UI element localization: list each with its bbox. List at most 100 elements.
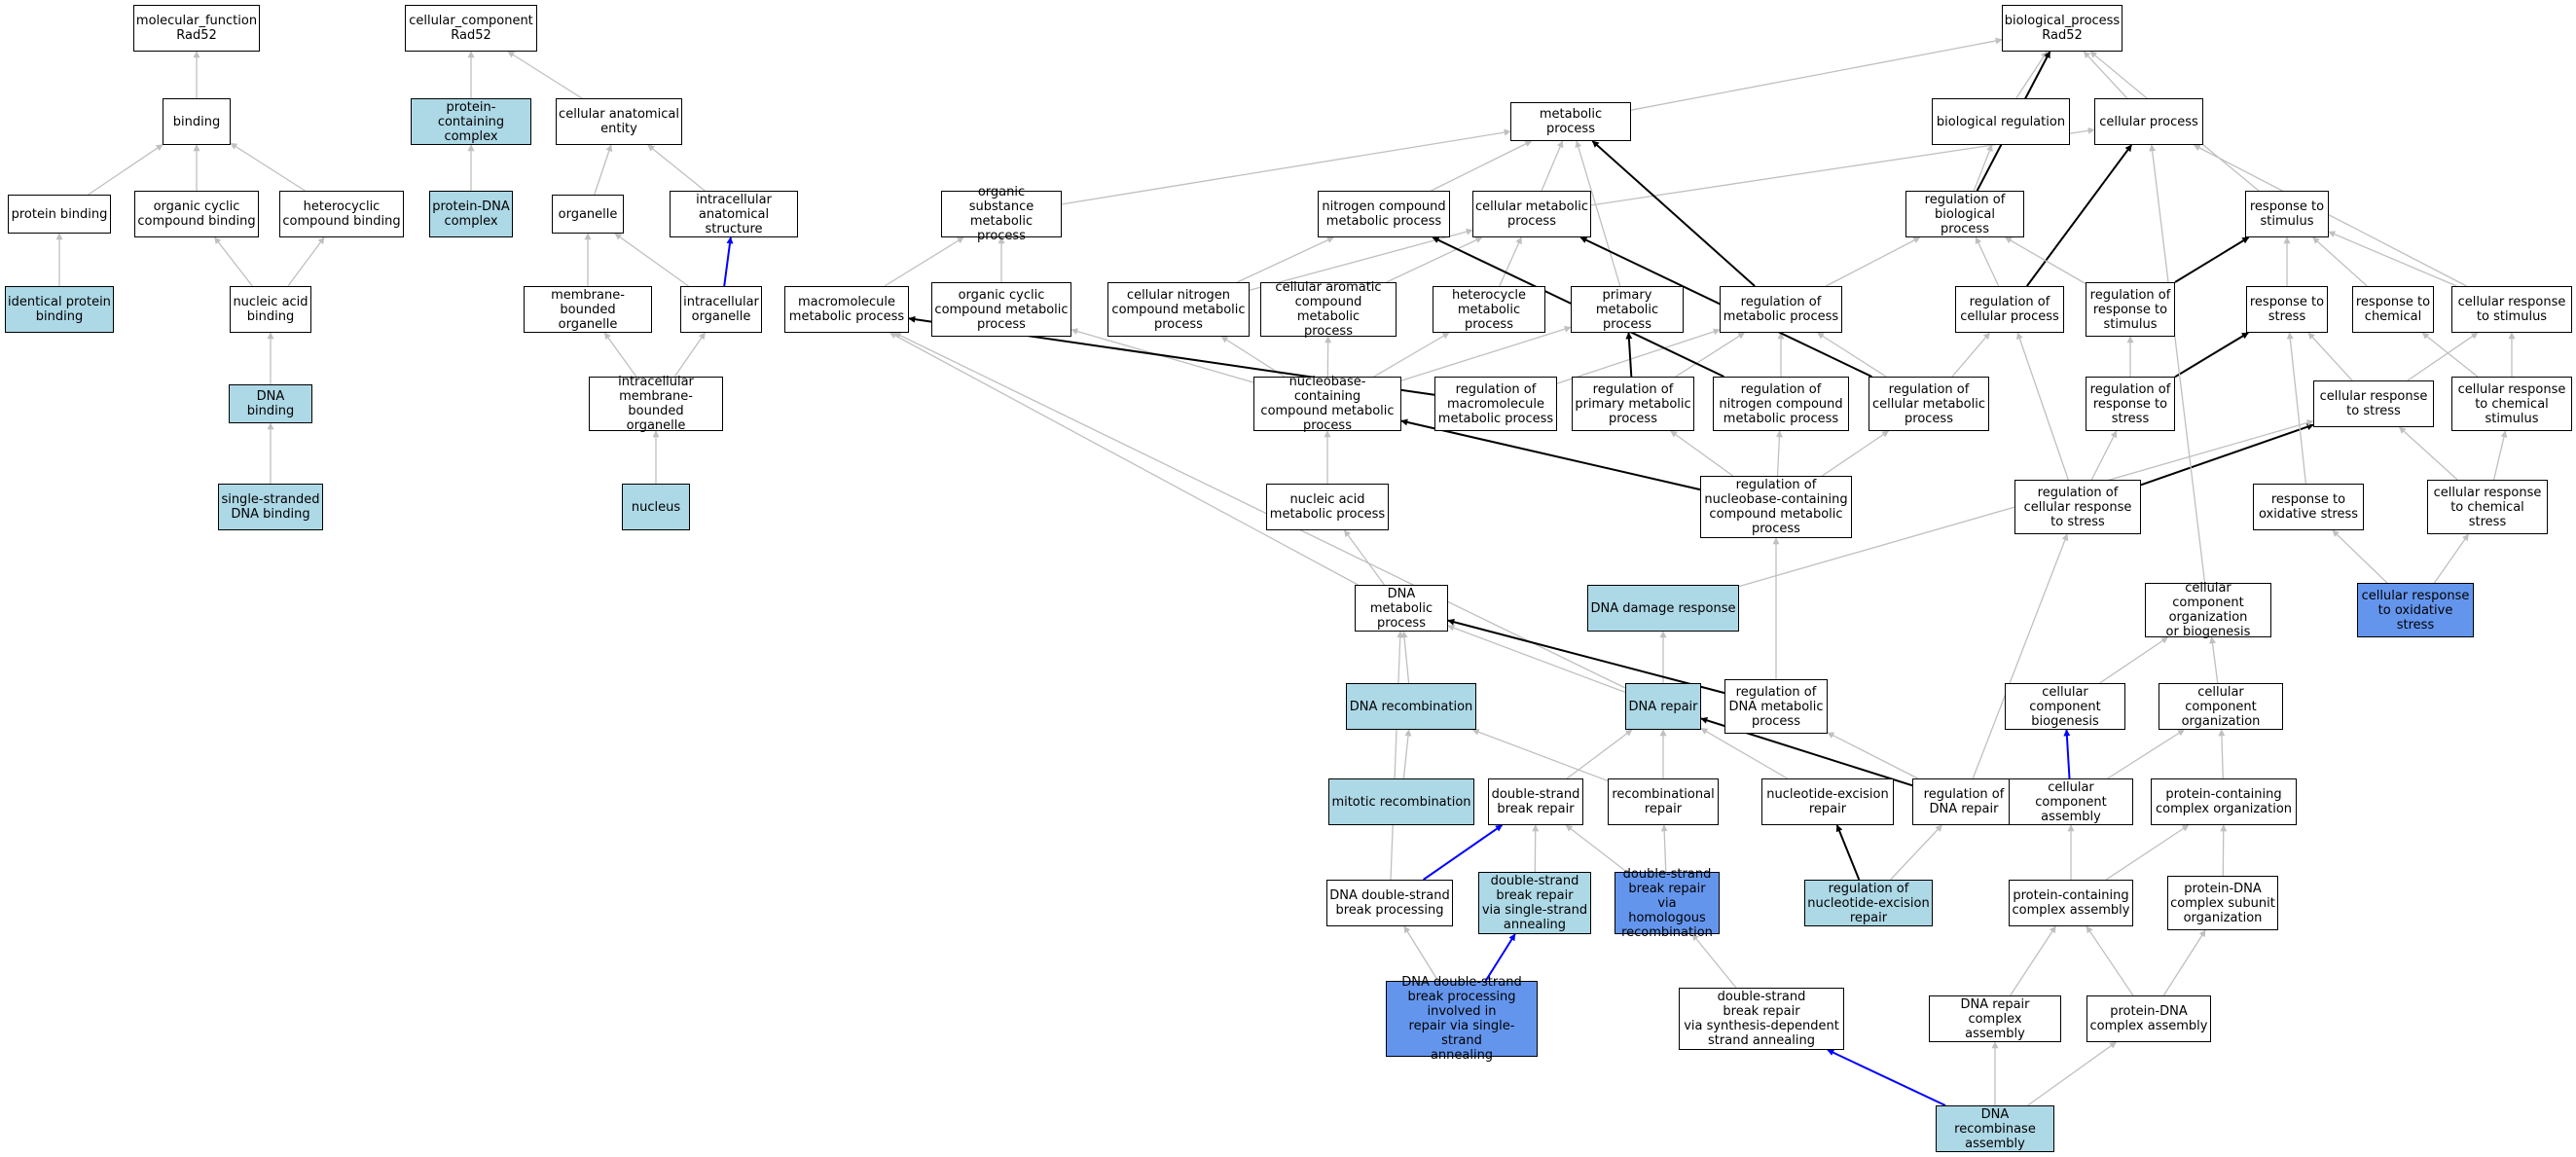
node-nucacid-binding[interactable]: nucleic acid binding: [230, 286, 311, 333]
edge-ner-to-dna_repair: [1700, 728, 1788, 779]
edge-primary_metab-to-metabolic: [1575, 140, 1621, 287]
node-cell-anat[interactable]: cellular anatomical entity: [556, 98, 682, 145]
node-dna-binding[interactable]: DNA binding: [229, 384, 312, 423]
edge-dsb_proc_ssa-to-dsb_processing: [1403, 925, 1439, 982]
edge-reg_resp_stress-to-resp_stress: [2174, 332, 2249, 379]
node-dna-recomb[interactable]: DNA recombination: [1346, 683, 1476, 730]
node-prot-complex-assembly[interactable]: protein-containing complex assembly: [2009, 880, 2133, 926]
edge-intra_mem_organelle-to-intra_organelle: [673, 332, 706, 378]
node-dna-repair-complex-assembly[interactable]: DNA repair complex assembly: [1929, 995, 2061, 1042]
node-ssdna-binding[interactable]: single-stranded DNA binding: [218, 484, 323, 530]
node-dsb-ssa[interactable]: double-strand break repair via single-st…: [1478, 872, 1591, 934]
node-bio-reg[interactable]: biological regulation: [1932, 98, 2070, 145]
node-nucbase-metab[interactable]: nucleobase-containing compound metabolic…: [1253, 375, 1401, 433]
node-dna-metab[interactable]: DNA metabolic process: [1355, 585, 1448, 632]
node-cell-arom-metab[interactable]: cellular aromatic compound metabolic pro…: [1260, 280, 1397, 339]
edge-cc_org_biog-to-cellular_proc: [2149, 144, 2206, 584]
node-dsb-proc-ssa[interactable]: DNA double-strand break processing invol…: [1386, 975, 1538, 1063]
node-reg-cell-proc[interactable]: regulation of cellular process: [1955, 286, 2064, 333]
node-nucacid-metab[interactable]: nucleic acid metabolic process: [1266, 484, 1389, 530]
node-resp-chem[interactable]: response to chemical: [2352, 286, 2434, 333]
edge-organelle-to-cell_anat: [594, 144, 613, 196]
node-reg-nucbase[interactable]: regulation of nucleobase-containing comp…: [1700, 476, 1852, 538]
node-nucleus[interactable]: nucleus: [622, 484, 690, 530]
node-reg-cell-resp-stress[interactable]: regulation of cellular response to stres…: [2014, 480, 2141, 534]
node-dna-damage[interactable]: DNA damage response: [1587, 585, 1739, 632]
node-mem-organelle[interactable]: membrane-bounded organelle: [524, 286, 652, 333]
node-mf-root[interactable]: molecular_function Rad52: [133, 5, 260, 52]
node-hetcyc-metab[interactable]: heterocycle metabolic process: [1433, 286, 1545, 333]
node-dsb-processing[interactable]: DNA double-strand break processing: [1326, 880, 1453, 926]
node-reg-ner[interactable]: regulation of nucleotide-excision repair: [1804, 880, 1933, 926]
node-intra-organelle[interactable]: intracellular organelle: [680, 286, 762, 333]
node-ner[interactable]: nucleotide-excision repair: [1761, 778, 1894, 825]
node-macromol-metab[interactable]: macromolecule metabolic process: [784, 286, 909, 333]
edge-intra_organelle-to-organelle: [614, 233, 689, 287]
edge-prot_dna_complex_assembly-to-prot_complex_assembly: [2086, 925, 2134, 996]
node-intra-anat[interactable]: intracellular anatomical structure: [670, 191, 798, 237]
node-orgsub-metab[interactable]: organic substance metabolic process: [941, 185, 1062, 243]
edge-dna_metab-to-macromol_metab: [889, 332, 1359, 586]
node-identical-pb[interactable]: identical protein binding: [5, 286, 114, 333]
node-prot-complex-org[interactable]: protein-containing complex organization: [2151, 778, 2297, 825]
node-reg-metab[interactable]: regulation of metabolic process: [1720, 286, 1842, 333]
node-prot-dna-subunit-org[interactable]: protein-DNA complex subunit organization: [2167, 876, 2278, 930]
node-reg-macromol[interactable]: regulation of macromolecule metabolic pr…: [1434, 377, 1557, 431]
node-resp-oxid[interactable]: response to oxidative stress: [2253, 484, 2364, 530]
edge-dsb_processing-to-dsb_repair: [1423, 824, 1503, 881]
node-mitotic-recomb[interactable]: mitotic recombination: [1328, 778, 1474, 825]
node-cc-org-biog[interactable]: cellular component organization or bioge…: [2145, 581, 2271, 639]
edge-dna_repair_complex_assembly-to-prot_complex_assembly: [2010, 925, 2056, 996]
node-recomb-repair[interactable]: recombinational repair: [1608, 778, 1719, 825]
node-dna-repair[interactable]: DNA repair: [1625, 683, 1701, 730]
node-bp-root[interactable]: biological_process Rad52: [2002, 5, 2122, 52]
node-cell-resp-oxid[interactable]: cellular response to oxidative stress: [2357, 583, 2474, 637]
edge-protein_binding-to-binding: [88, 144, 163, 196]
edge-reg_cell_proc-to-reg_bio: [1975, 236, 2000, 287]
edge-cell_anat-to-cc_root: [507, 51, 583, 99]
node-cell-resp-chem[interactable]: cellular response to chemical stimulus: [2451, 377, 2572, 431]
node-protein-binding[interactable]: protein binding: [8, 195, 111, 234]
node-dsb-repair[interactable]: double-strand break repair: [1488, 778, 1583, 825]
node-dsb-hr[interactable]: double-strand break repair via homologou…: [1615, 867, 1720, 940]
node-binding[interactable]: binding: [163, 98, 231, 145]
node-cell-nitro-metab[interactable]: cellular nitrogen compound metabolic pro…: [1107, 282, 1250, 337]
node-dna-recombinase-assembly[interactable]: DNA recombinase assembly: [1936, 1105, 2054, 1152]
node-orgcyc-metab[interactable]: organic cyclic compound metabolic proces…: [931, 282, 1071, 337]
edge-cell_resp_stress-to-cell_resp_stim: [2407, 332, 2479, 381]
node-resp-stim[interactable]: response to stimulus: [2245, 191, 2329, 237]
node-reg-resp-stim[interactable]: regulation of response to stimulus: [2086, 282, 2175, 337]
edge-reg_nucbase-to-reg_cell_metab: [1822, 430, 1890, 477]
node-nitro-metab[interactable]: nitrogen compound metabolic process: [1318, 191, 1450, 237]
node-cc-biog[interactable]: cellular component biogenesis: [2005, 683, 2125, 730]
edge-nitro_metab-to-metabolic: [1431, 140, 1533, 192]
node-reg-bio[interactable]: regulation of biological process: [1905, 191, 2024, 237]
node-reg-resp-stress[interactable]: regulation of response to stress: [2086, 377, 2175, 431]
node-metabolic[interactable]: metabolic process: [1510, 102, 1631, 141]
node-reg-dna-repair[interactable]: regulation of DNA repair: [1912, 778, 2015, 825]
node-cellular-proc[interactable]: cellular process: [2094, 98, 2203, 145]
node-cell-resp-chem-stress[interactable]: cellular response to chemical stress: [2427, 480, 2548, 534]
node-hetcyc-binding[interactable]: heterocyclic compound binding: [279, 191, 404, 237]
node-prot-dna-complex-assembly[interactable]: protein-DNA complex assembly: [2086, 995, 2211, 1042]
node-resp-stress[interactable]: response to stress: [2246, 286, 2328, 333]
node-cc-assembly[interactable]: cellular component assembly: [2009, 778, 2133, 825]
node-prot-dna-complex[interactable]: protein-DNA complex: [429, 191, 513, 237]
node-reg-dna-metab[interactable]: regulation of DNA metabolic process: [1724, 679, 1828, 734]
node-organelle[interactable]: organelle: [552, 195, 624, 234]
node-cell-resp-stress[interactable]: cellular response to stress: [2313, 380, 2434, 427]
edge-dna_recombinase_assembly-to-prot_dna_complex_assembly: [2027, 1041, 2117, 1106]
node-reg-cell-metab[interactable]: regulation of cellular metabolic process: [1869, 377, 1989, 431]
node-reg-primary[interactable]: regulation of primary metabolic process: [1572, 377, 1694, 431]
node-cell-metab[interactable]: cellular metabolic process: [1472, 191, 1591, 237]
node-reg-nitro[interactable]: regulation of nitrogen compound metaboli…: [1713, 377, 1849, 431]
node-prot-complex[interactable]: protein-containing complex: [411, 98, 531, 145]
node-cc-org[interactable]: cellular component organization: [2159, 683, 2283, 730]
node-intra-mem-organelle[interactable]: intracellular membrane-bounded organelle: [589, 375, 723, 433]
node-cell-resp-stim[interactable]: cellular response to stimulus: [2451, 286, 2572, 333]
node-dsb-sdsa[interactable]: double-strand break repair via synthesis…: [1679, 988, 1844, 1050]
edge-dna_recomb-to-dna_metab: [1400, 631, 1410, 684]
node-orgcyc-binding[interactable]: organic cyclic compound binding: [134, 191, 259, 237]
node-primary-metab[interactable]: primary metabolic process: [1571, 286, 1684, 333]
node-cc-root[interactable]: cellular_component Rad52: [405, 5, 537, 52]
